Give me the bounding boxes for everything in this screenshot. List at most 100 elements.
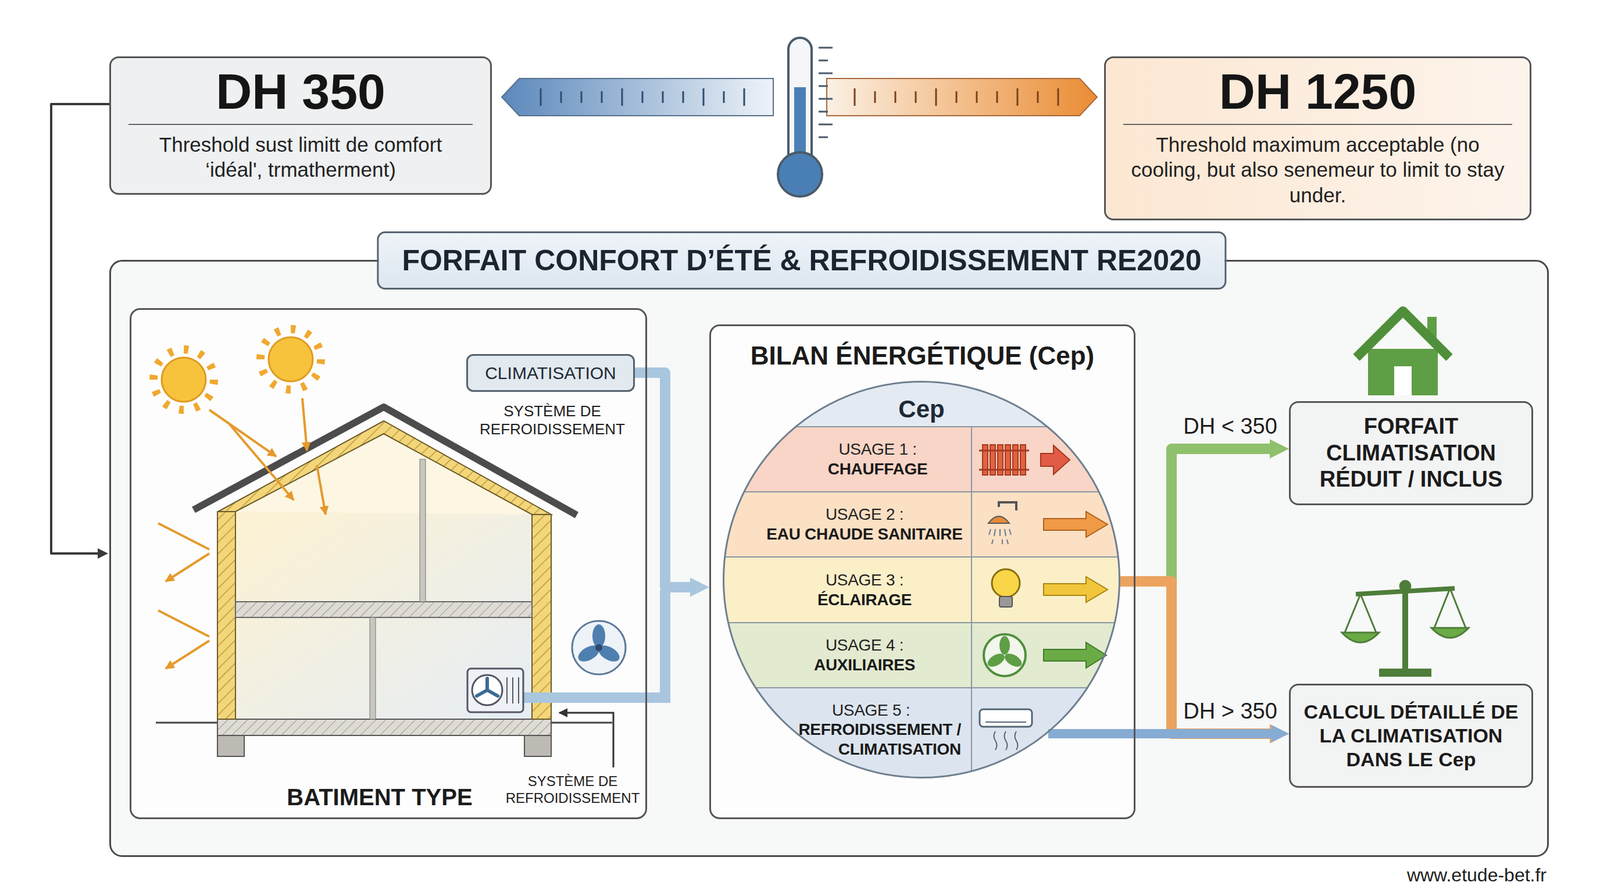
scale-icon — [1402, 586, 1409, 669]
thermometer — [854, 88, 1059, 106]
node-text: USAGE 5 : — [780, 700, 962, 721]
thermometer — [501, 78, 774, 116]
solar-ray — [316, 465, 326, 515]
fan-usage-icon — [983, 634, 1026, 677]
solar-ray — [209, 409, 277, 457]
house-illustration — [531, 514, 552, 720]
flow-arrow — [1120, 448, 1270, 582]
scale-icon — [1341, 627, 1469, 643]
ac-unit — [506, 677, 519, 704]
sun-icon — [268, 337, 313, 382]
house-illustration — [369, 617, 376, 720]
usage-row: USAGE 4 :AUXILIAIRES — [745, 622, 1049, 688]
fan-icon — [572, 620, 626, 675]
note-label: SYSTÈME DE REFROIDISSEMENT — [502, 773, 643, 807]
thermometer — [777, 152, 823, 197]
node-text: USAGE 4 : — [763, 635, 966, 656]
node-text: Threshold maximum acceptable (no cooling… — [1123, 131, 1513, 209]
house-icon — [1356, 311, 1450, 396]
scale-icon — [1344, 588, 1466, 633]
house-illustration — [524, 735, 552, 757]
solar-ray — [165, 553, 210, 582]
usage-bands — [722, 622, 1121, 688]
usage-row: USAGE 2 :EAU CHAUDE SANITAIRE — [745, 491, 1049, 557]
node-text: EAU CHAUDE SANITAIRE — [763, 524, 966, 545]
result-box: FORFAIT CLIMATISATION RÉDUIT / INCLUS — [1288, 401, 1534, 506]
ac-unit — [467, 590, 666, 713]
shower-icon — [998, 502, 1017, 511]
sun-icon — [153, 329, 321, 410]
node-text: DH 350 — [128, 63, 473, 125]
node-text: BILAN ÉNERGÉTIQUE (Cep) — [711, 341, 1134, 371]
fan-usage-icon — [1002, 651, 1024, 670]
node-text: REFROIDISSEMENT / CLIMATISATION — [780, 719, 962, 759]
node-text: AUXILIAIRES — [763, 655, 966, 675]
fan-usage-icon — [1043, 642, 1107, 669]
house-illustration — [235, 431, 532, 515]
house-icon — [1394, 366, 1412, 396]
house-illustration — [419, 459, 426, 602]
thermometer — [501, 37, 1098, 197]
fan-usage-icon — [983, 634, 1107, 677]
fan-icon — [572, 620, 626, 675]
house-illustration — [217, 719, 552, 736]
radiator-icon — [1040, 445, 1070, 475]
fan-icon — [595, 641, 623, 665]
usage-bands — [722, 380, 1121, 427]
usage-row: USAGE 1 :CHAUFFAGE — [745, 426, 1049, 492]
node-text: DH 1250 — [1123, 63, 1513, 125]
node-text: USAGE 1 : — [789, 439, 966, 460]
fan-icon — [575, 641, 603, 665]
cep-circle: CepUSAGE 1 :CHAUFFAGEUSAGE 2 :EAU CHAUDE… — [722, 380, 1121, 779]
ac-icon — [979, 709, 1032, 727]
fan-usage-icon — [985, 651, 1007, 670]
house-illustration — [217, 511, 236, 720]
radiator-icon — [979, 450, 1030, 470]
scale-icon — [1379, 668, 1432, 677]
usage-bands — [722, 380, 1121, 781]
sun-icon — [260, 329, 321, 390]
scale-icon — [1399, 580, 1412, 592]
node-text: FORFAIT CLIMATISATION RÉDUIT / INCLUS — [1298, 413, 1524, 494]
node-text: CLIMATISATION — [484, 363, 617, 384]
house-illustration — [235, 601, 532, 618]
node-text: CALCUL DÉTAILLÉ DE LA CLIMATISATION DANS… — [1298, 700, 1524, 771]
usage-bands — [722, 426, 1121, 780]
solar-ray — [158, 523, 210, 550]
thermometer — [818, 47, 833, 138]
fan-icon — [595, 644, 603, 652]
solar-ray — [302, 398, 307, 451]
radiator-icon — [979, 444, 1070, 475]
shower-icon — [988, 502, 1108, 545]
edge-label: DH < 350 — [1179, 413, 1281, 439]
frame-panel: FORFAIT CONFORT D’ÉTÉ & REFROIDISSEMENT … — [109, 259, 1549, 857]
flow-arrow — [51, 104, 110, 554]
ac-unit — [523, 590, 666, 698]
scale-icon — [1341, 580, 1469, 677]
house-icon — [1356, 311, 1450, 358]
solar-ray — [165, 640, 210, 669]
bulb-icon — [999, 596, 1013, 607]
node-text: USAGE 2 : — [763, 504, 966, 525]
ac-icon — [979, 709, 1032, 750]
node-text: Threshold sust limitt de comfort ‘idéal'… — [128, 131, 473, 184]
solar-ray — [158, 398, 326, 669]
solar-ray — [158, 610, 210, 637]
edge-label: DH > 350 — [1179, 698, 1281, 724]
usage-row: USAGE 3 :ÉCLAIRAGE — [745, 556, 1049, 623]
sun-icon — [153, 349, 214, 410]
shower-icon — [988, 529, 1012, 545]
usage-bands — [722, 491, 1121, 557]
shower-icon — [1043, 511, 1108, 538]
bulb-icon — [991, 569, 1108, 607]
node-text: USAGE 3 : — [763, 570, 966, 591]
flow-arrow — [634, 372, 691, 588]
frame-background — [709, 324, 1136, 820]
result-box: CALCUL DÉTAILLÉ DE LA CLIMATISATION DANS… — [1288, 683, 1534, 788]
shower-icon — [988, 516, 1010, 524]
threshold-box: DH 1250Threshold maximum acceptable (no … — [1104, 56, 1532, 221]
threshold-box: DH 350Threshold sust limitt de comfort ‘… — [109, 56, 492, 195]
balance-panel: BILAN ÉNERGÉTIQUE (Cep)CepUSAGE 1 :CHAUF… — [709, 324, 1136, 820]
frame-background — [109, 259, 1549, 857]
note-label: www.etude-bet.fr — [1255, 863, 1547, 887]
